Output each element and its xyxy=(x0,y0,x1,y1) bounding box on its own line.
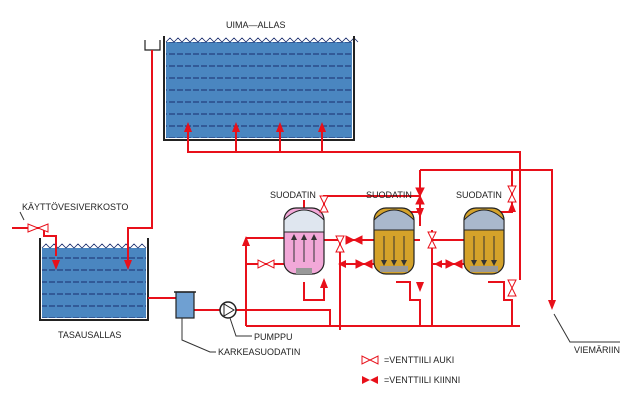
pool: UIMA—ALLAS xyxy=(144,20,359,141)
flow-arrow xyxy=(318,122,326,132)
pool-wall xyxy=(163,36,355,141)
coarse-filter-body xyxy=(175,291,195,319)
flow-arrow xyxy=(416,282,424,292)
flow-arrows xyxy=(52,122,556,310)
flow-arrow xyxy=(232,122,240,132)
legend-closed-valve-icon xyxy=(370,376,378,384)
valve-open xyxy=(335,242,345,253)
valve-open xyxy=(507,286,517,297)
valve-open xyxy=(27,223,40,233)
valve-closed xyxy=(362,259,373,269)
flow-arrow xyxy=(276,122,284,132)
valve-open xyxy=(507,279,517,290)
flow-arrow xyxy=(184,122,192,132)
balance-tank-wall xyxy=(39,238,149,321)
pool-water xyxy=(166,42,352,138)
coarse-filter: KARKEASUODATIN xyxy=(174,291,300,357)
valves xyxy=(27,185,517,297)
valve-closed xyxy=(415,194,425,205)
filter-2-label: SUODATIN xyxy=(366,190,412,200)
legend-open-valve-icon xyxy=(368,355,379,365)
pool-label: UIMA—ALLAS xyxy=(226,20,286,30)
valve-open xyxy=(319,202,329,213)
filter-3: SUODATIN xyxy=(456,190,505,275)
legend-open-valve-icon xyxy=(361,355,372,365)
valve-open xyxy=(507,192,517,203)
flow-arrow xyxy=(242,236,250,246)
filter-1: SUODATIN xyxy=(270,190,325,275)
valve-closed xyxy=(445,259,456,269)
pool-overflow-gutter xyxy=(144,40,161,51)
balance-tank-label: TASAUSALLAS xyxy=(58,330,121,340)
drain-leader xyxy=(553,313,620,343)
drain-label: VIEMÄRIIN xyxy=(574,345,620,355)
pump-label: PUMPPU xyxy=(254,332,293,342)
valve-open xyxy=(427,238,437,249)
valve-open xyxy=(257,259,268,269)
pump: PUMPPU xyxy=(219,301,293,342)
balance-tank-water xyxy=(42,248,146,318)
flow-arrow xyxy=(338,260,346,268)
valve-closed xyxy=(355,259,366,269)
valve-closed xyxy=(415,187,425,198)
filter-1-label: SUODATIN xyxy=(270,190,316,200)
valve-open xyxy=(264,259,275,269)
supply-label: KÄYTTÖVESIVERKOSTO xyxy=(22,202,128,212)
valve-closed xyxy=(352,235,363,245)
flow-arrow xyxy=(124,260,132,270)
supply-leader xyxy=(19,211,25,221)
filter-2: SUODATIN xyxy=(366,190,415,275)
legend: =VENTTIILI AUKI =VENTTIILI KIINNI xyxy=(361,355,460,385)
legend-closed-valve-icon xyxy=(362,376,370,384)
flow-arrow xyxy=(416,208,424,218)
coarse-filter-label: KARKEASUODATIN xyxy=(218,347,300,357)
valve-closed xyxy=(452,259,463,269)
filter-3-label: SUODATIN xyxy=(456,190,502,200)
valve-open xyxy=(507,185,517,196)
flow-arrow xyxy=(508,202,516,212)
flow-arrow xyxy=(52,260,60,270)
valve-open xyxy=(335,235,345,246)
flow-arrow xyxy=(320,278,328,288)
valve-open xyxy=(427,231,437,242)
flow-arrow xyxy=(434,260,442,268)
valve-closed xyxy=(345,235,356,245)
legend-closed-valve-label: =VENTTIILI KIINNI xyxy=(384,375,460,385)
flow-arrow xyxy=(548,300,556,310)
valve-open xyxy=(319,195,329,206)
legend-open-valve-label: =VENTTIILI AUKI xyxy=(384,355,454,365)
valve-open xyxy=(36,223,49,233)
